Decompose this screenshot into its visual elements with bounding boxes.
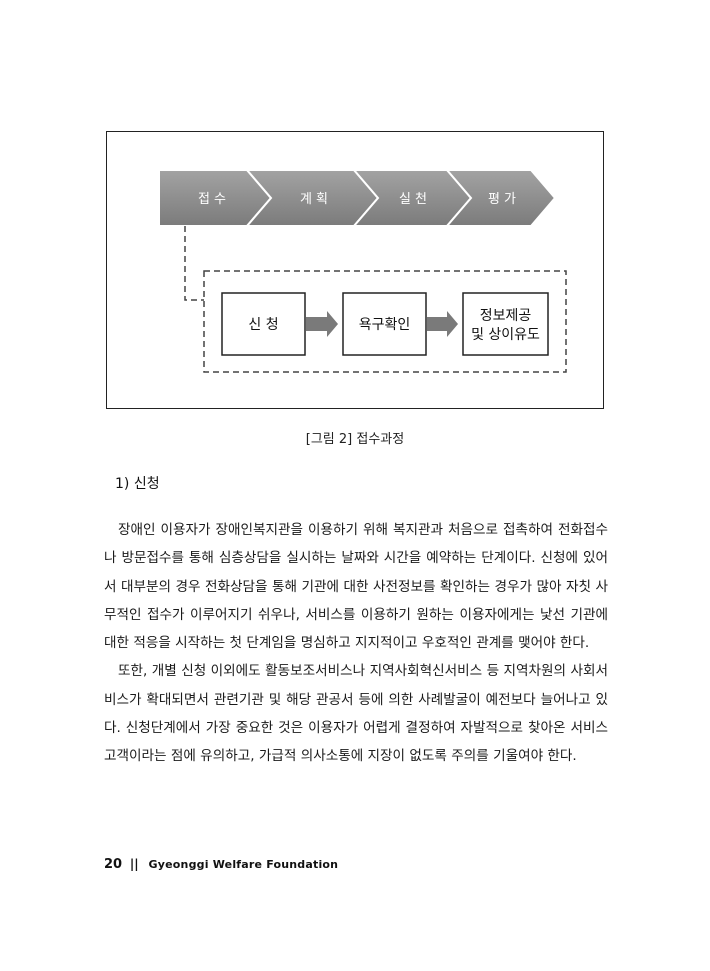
stage-label-4: 평 가 [488, 192, 516, 207]
body-text: 장애인 이용자가 장애인복지관을 이용하기 위해 복지관과 처음으로 접촉하여 … [104, 516, 608, 771]
section-heading: 1) 신청 [115, 476, 160, 492]
paragraph-2: 또한, 개별 신청 이외에도 활동보조서비스나 지역사회혁신서비스 등 지역차원… [104, 663, 608, 765]
step-label-1: 신 청 [248, 317, 278, 333]
step-box-3 [462, 292, 549, 356]
stage-label-3: 실 천 [399, 192, 427, 207]
page-number: 20 [104, 857, 123, 872]
step-label-3-line-2: 및 상이유도 [471, 327, 540, 343]
subprocess-box [203, 270, 567, 373]
stage-chevron-4 [444, 169, 557, 227]
footer-organization: Gyeonggi Welfare Foundation [148, 858, 339, 871]
stage-label-1: 접 수 [198, 192, 226, 207]
paragraph-1: 장애인 이용자가 장애인복지관을 이용하기 위해 복지관과 처음으로 접촉하여 … [104, 522, 608, 652]
step-box-2 [342, 292, 427, 356]
arrow-right-icon [306, 311, 338, 337]
page-footer: 20 || Gyeonggi Welfare Foundation [104, 857, 338, 872]
step-label-3-line-1: 정보제공 [480, 308, 532, 324]
stage-label-2: 계 획 [300, 192, 328, 207]
figure-caption: [그림 2] 접수과정 [305, 432, 405, 447]
process-figure: 접 수 계 획 실 천 평 가 신 청 욕구확인 정보제공 및 상이유도 [106, 131, 604, 409]
footer-separator: || [129, 857, 139, 871]
step-box-1 [221, 292, 306, 356]
arrow-right-icon [427, 311, 458, 337]
step-label-2: 욕구확인 [359, 317, 411, 333]
process-diagram: 접 수 계 획 실 천 평 가 신 청 욕구확인 정보제공 및 상이유도 [158, 169, 567, 373]
dashed-connector [184, 226, 204, 301]
